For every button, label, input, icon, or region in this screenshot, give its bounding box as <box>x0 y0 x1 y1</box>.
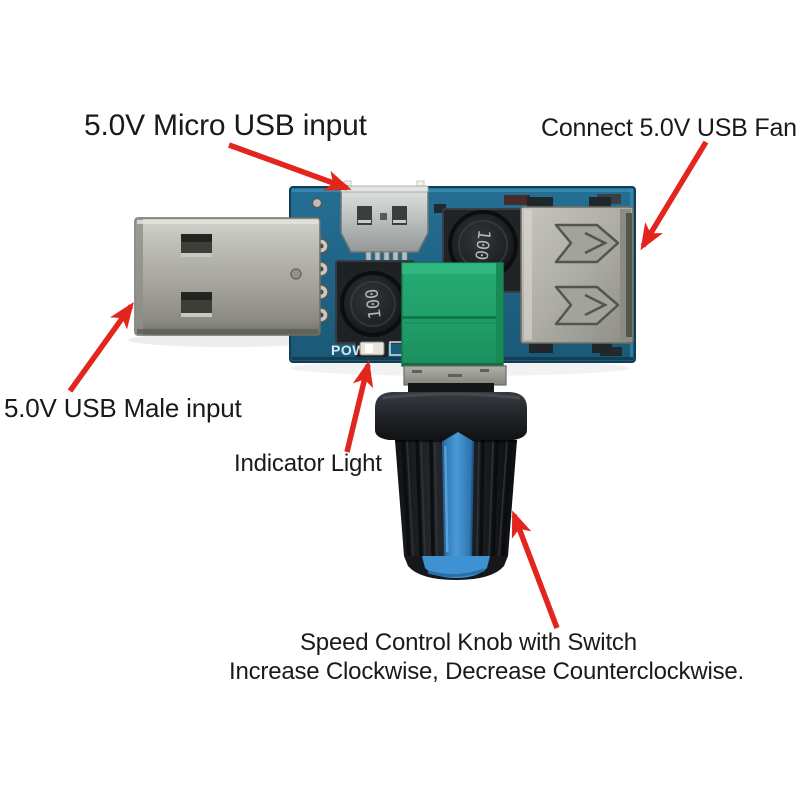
inductor-marking: 100 <box>470 228 494 261</box>
inductor-left: 100 <box>335 260 415 344</box>
shell-spring-clip <box>554 285 620 326</box>
arrow-to-usb-fan-port <box>640 140 709 251</box>
pot-bushing <box>403 365 507 386</box>
speed-knob <box>375 383 527 580</box>
label-micro-usb-input: 5.0V Micro USB input <box>84 109 367 142</box>
shell-spring-clip <box>554 223 620 264</box>
label-knob-caption-line1: Speed Control Knob with Switch <box>300 629 637 656</box>
arrow-to-usb-male <box>67 301 134 393</box>
label-indicator-light: Indicator Light <box>234 450 382 477</box>
potentiometer-body <box>401 262 504 367</box>
power-led-area: POW <box>331 339 415 358</box>
inductor-marking: 100 <box>362 287 386 320</box>
smd-component <box>504 195 530 205</box>
smd-component <box>434 204 446 213</box>
usb-male-connector <box>134 217 321 336</box>
usb-male-slot <box>181 234 212 257</box>
knob-blue-stripe <box>442 432 474 557</box>
usb-male-slot <box>181 292 212 317</box>
arrow-to-indicator-led <box>344 360 374 453</box>
arrow-to-micro-usb <box>228 142 352 191</box>
usb-male-dimple <box>290 268 302 280</box>
micro-usb-port <box>340 180 429 262</box>
label-usb-fan-output: Connect 5.0V USB Fan <box>541 114 797 142</box>
label-knob-caption-line2: Increase Clockwise, Decrease Countercloc… <box>229 658 745 685</box>
label-usb-male-input: 5.0V USB Male input <box>4 393 242 423</box>
arrow-to-knob <box>511 510 560 629</box>
shadow <box>128 333 328 347</box>
usb-female-port <box>520 197 634 353</box>
pow-silkscreen: POW <box>331 342 366 358</box>
knob-flange <box>375 392 527 440</box>
